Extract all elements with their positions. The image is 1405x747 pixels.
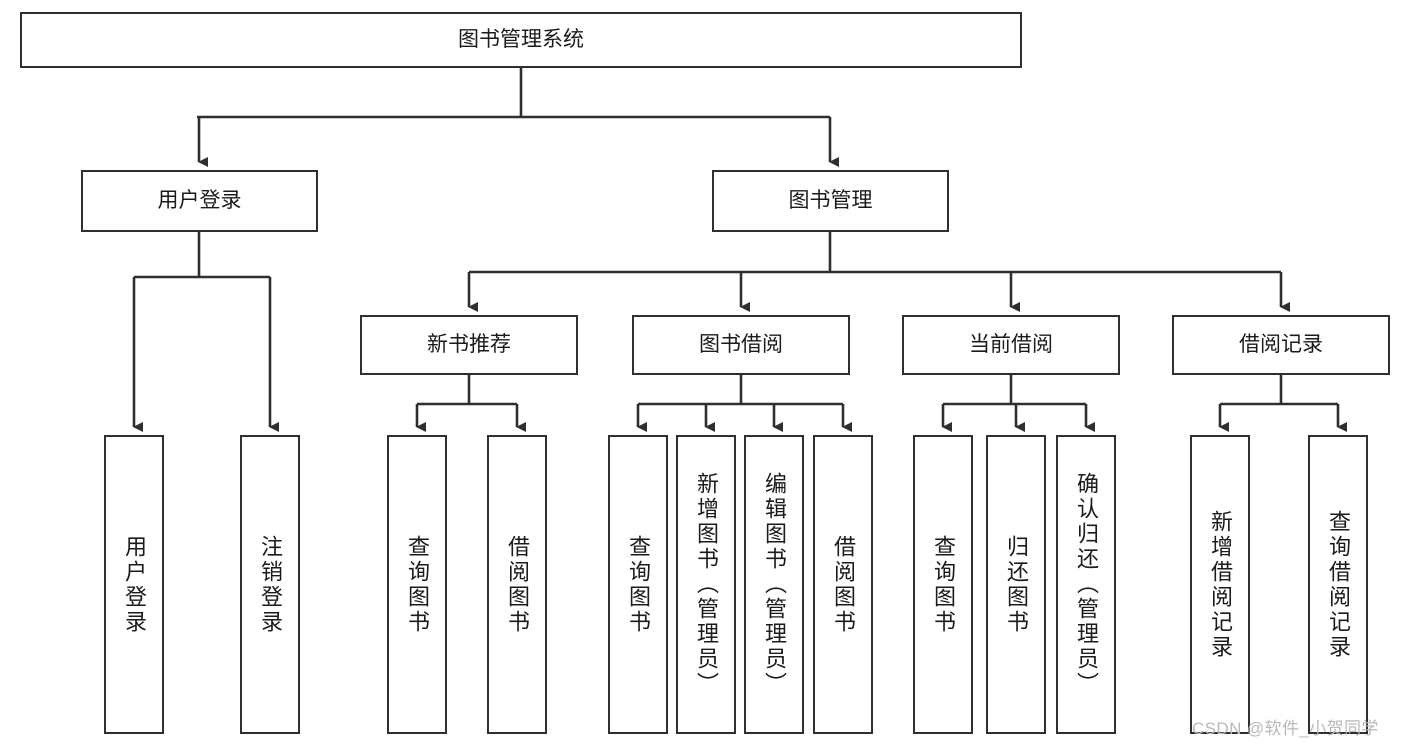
- node-book-borrow-label: 图书借阅: [699, 332, 783, 356]
- node-leaf-borrow-book-recommend-label: 借阅图书: [505, 534, 530, 635]
- node-current-borrow-label: 当前借阅: [969, 332, 1053, 356]
- node-leaf-add-borrow-record-label: 新增借阅记录: [1208, 509, 1233, 660]
- node-leaf-user-login-label: 用户登录: [122, 534, 147, 635]
- node-borrow-record[interactable]: 借阅记录: [1172, 315, 1390, 375]
- node-leaf-add-book-label: 新增图书（管理员）: [694, 472, 719, 697]
- node-leaf-confirm-return[interactable]: 确认归还（管理员）: [1056, 435, 1116, 734]
- node-leaf-query-book-recommend-label: 查询图书: [405, 534, 430, 635]
- node-root[interactable]: 图书管理系统: [20, 12, 1022, 68]
- node-leaf-query-book-borrow[interactable]: 查询图书: [608, 435, 668, 734]
- node-root-label: 图书管理系统: [458, 27, 584, 51]
- node-leaf-confirm-return-label: 确认归还（管理员）: [1074, 472, 1099, 697]
- node-book-borrow[interactable]: 图书借阅: [632, 315, 850, 375]
- node-new-book-recommend[interactable]: 新书推荐: [360, 315, 578, 375]
- node-leaf-query-book-borrow-label: 查询图书: [626, 534, 651, 635]
- node-leaf-add-book[interactable]: 新增图书（管理员）: [676, 435, 736, 734]
- node-leaf-query-book-current[interactable]: 查询图书: [913, 435, 973, 734]
- node-borrow-record-label: 借阅记录: [1239, 332, 1323, 356]
- node-leaf-borrow-book-label: 借阅图书: [831, 534, 856, 635]
- node-leaf-user-logout-label: 注销登录: [258, 534, 283, 635]
- node-leaf-borrow-book[interactable]: 借阅图书: [813, 435, 873, 734]
- node-user-login[interactable]: 用户登录: [81, 170, 318, 232]
- node-leaf-query-book-recommend[interactable]: 查询图书: [387, 435, 447, 734]
- node-leaf-return-book-label: 归还图书: [1004, 534, 1029, 635]
- node-leaf-borrow-book-recommend[interactable]: 借阅图书: [487, 435, 547, 734]
- node-leaf-query-borrow-record-label: 查询借阅记录: [1326, 509, 1351, 660]
- node-leaf-edit-book[interactable]: 编辑图书（管理员）: [744, 435, 804, 734]
- node-leaf-query-book-current-label: 查询图书: [931, 534, 956, 635]
- node-book-manage[interactable]: 图书管理: [712, 170, 949, 232]
- node-current-borrow[interactable]: 当前借阅: [902, 315, 1120, 375]
- node-leaf-user-logout[interactable]: 注销登录: [240, 435, 300, 734]
- csdn-watermark: CSDN @软件_小贺同学: [1192, 719, 1379, 738]
- node-leaf-user-login[interactable]: 用户登录: [104, 435, 164, 734]
- node-leaf-add-borrow-record[interactable]: 新增借阅记录: [1190, 435, 1250, 734]
- node-leaf-edit-book-label: 编辑图书（管理员）: [762, 472, 787, 697]
- node-leaf-return-book[interactable]: 归还图书: [986, 435, 1046, 734]
- node-new-book-recommend-label: 新书推荐: [427, 332, 511, 356]
- node-user-login-label: 用户登录: [157, 188, 242, 212]
- node-book-manage-label: 图书管理: [788, 188, 873, 212]
- node-leaf-query-borrow-record[interactable]: 查询借阅记录: [1308, 435, 1368, 734]
